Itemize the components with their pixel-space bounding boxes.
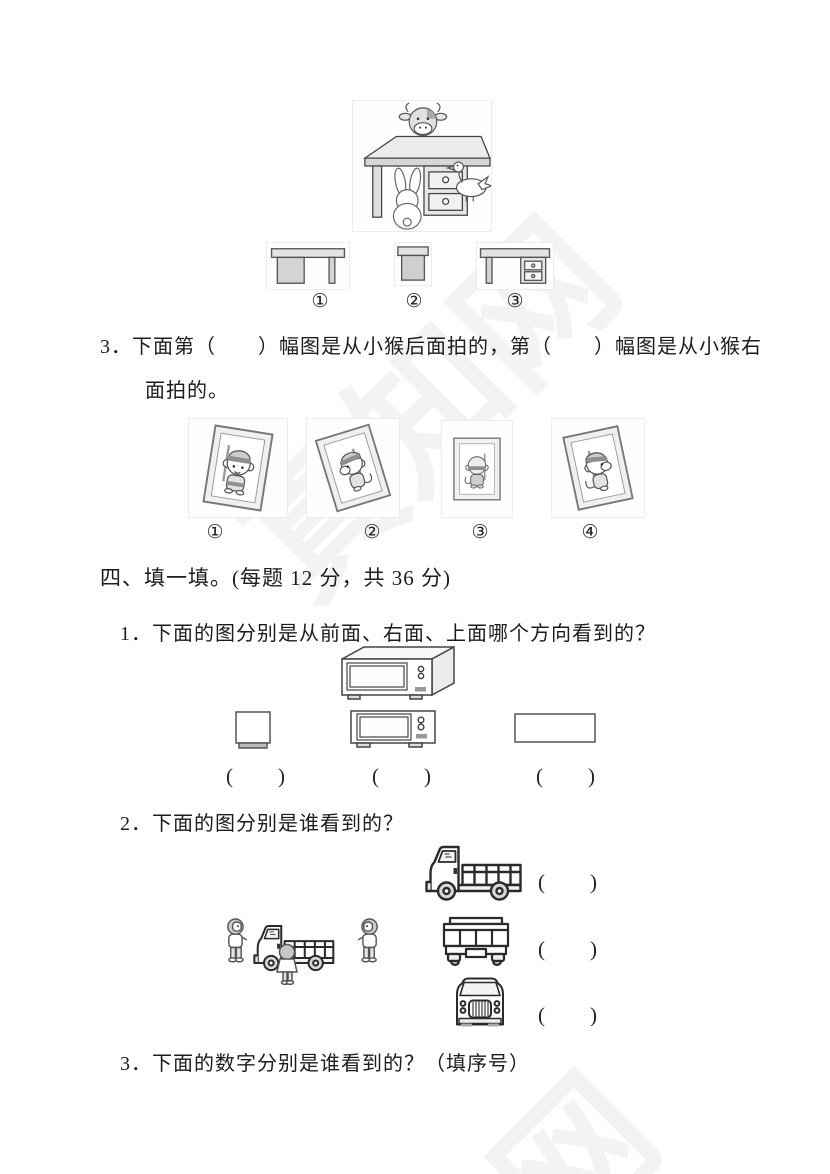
microwave-top-view-image	[513, 712, 597, 744]
cow-icon	[398, 102, 448, 137]
monkey-photo-1	[188, 418, 288, 518]
child-right-icon	[357, 918, 378, 963]
photo-option-1-label: ①	[206, 522, 224, 543]
monkey-photo-4	[551, 418, 645, 518]
microwave-3d-image	[336, 643, 458, 701]
child-left-icon	[227, 918, 248, 963]
q1-blank-3: ( )	[536, 764, 596, 788]
desk-option-3-image	[476, 242, 554, 290]
desk-option-2-image	[394, 242, 432, 286]
desk-icon	[362, 135, 491, 218]
question3-text-line1: 3．下面第（ ）幅图是从小猴后面拍的，第（ ）幅图是从小猴右	[100, 336, 762, 358]
monkey-left-side-photo-icon	[314, 423, 392, 513]
desk-option-3-label: ③	[506, 291, 524, 312]
desk-scene-illustration	[362, 102, 491, 230]
desk-option-2-label: ②	[405, 291, 423, 312]
desk-back-view-icon	[270, 248, 346, 284]
q2-blank-1: ( )	[538, 870, 598, 894]
goose-icon	[445, 161, 491, 202]
section4-q2-text: 2．下面的图分别是谁看到的？	[120, 813, 404, 835]
microwave-front-view-image	[349, 709, 437, 749]
monkey-photo-3	[441, 420, 513, 518]
truck-side-view-image	[422, 841, 528, 903]
photo-option-3-label: ③	[471, 522, 489, 543]
desk-front-view-icon	[479, 248, 551, 284]
rabbit-icon	[392, 167, 422, 230]
q2-blank-3: ( )	[538, 1003, 598, 1027]
section4-q3-text: 3．下面的数字分别是谁看到的？（填序号）	[120, 1053, 530, 1075]
photo-option-4-label: ④	[581, 522, 599, 543]
microwave-side-view-icon	[235, 711, 271, 749]
question3-text-line2: 面拍的。	[145, 380, 229, 402]
section4-q1-text: 1．下面的图分别是从前面、右面、上面哪个方向看到的？	[120, 623, 656, 645]
truck-front-view-image	[450, 974, 510, 1027]
photo-option-2-label: ②	[363, 522, 381, 543]
q1-blank-2: ( )	[372, 764, 432, 788]
monkey-photo-2	[306, 418, 400, 518]
monkey-front-photo-icon	[202, 424, 274, 512]
monkey-right-side-photo-icon	[562, 425, 634, 511]
microwave-3d-icon	[341, 645, 455, 700]
truck-scene-icon	[227, 918, 378, 985]
q1-blank-1: ( )	[226, 764, 286, 788]
q2-blank-2: ( )	[538, 937, 598, 961]
truck-side-view-icon	[425, 845, 522, 901]
microwave-side-view-image	[233, 710, 273, 751]
desk-option-1-image	[266, 242, 350, 290]
section4-header: 四、填一填。(每题 12 分，共 36 分)	[100, 566, 451, 590]
truck-scene-image	[225, 903, 380, 985]
microwave-top-view-icon	[514, 713, 596, 743]
microwave-front-view-icon	[350, 710, 436, 748]
desk-option-1-label: ①	[311, 291, 329, 312]
truck-rear-view-icon	[442, 916, 510, 966]
truck-front-view-icon	[456, 977, 504, 1027]
child-middle-icon	[276, 943, 298, 985]
desk-side-view-icon	[397, 246, 429, 281]
monkey-back-photo-icon	[453, 437, 501, 501]
truck-rear-view-image	[438, 913, 514, 969]
desk-scene-image	[352, 100, 492, 232]
